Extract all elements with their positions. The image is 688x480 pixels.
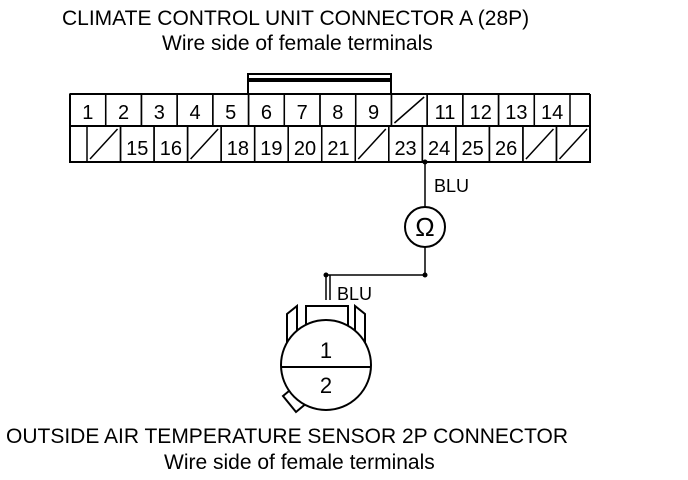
- terminal-label: 14: [541, 102, 563, 124]
- terminal-19: 19: [253, 125, 289, 163]
- terminal-empty: [86, 125, 122, 163]
- terminal-5: 5: [212, 93, 250, 127]
- wire-label-top: BLU: [434, 176, 469, 196]
- sensor-title: OUTSIDE AIR TEMPERATURE SENSOR 2P CONNEC…: [6, 425, 569, 448]
- ohmmeter-icon: Ω: [404, 206, 446, 248]
- probe-point-junction: [422, 272, 428, 278]
- terminal-12: 12: [462, 93, 500, 127]
- terminal-label: 16: [160, 138, 182, 160]
- ohm-symbol: Ω: [415, 212, 434, 242]
- empty-slot-mark: [89, 128, 119, 160]
- terminal-label: 20: [294, 138, 316, 160]
- terminal-1: 1: [69, 93, 107, 127]
- terminal-label: 15: [126, 138, 148, 160]
- terminal-7: 7: [283, 93, 321, 127]
- wire-blu-top: [325, 162, 426, 300]
- terminal-empty: [186, 125, 222, 163]
- terminal-label: 5: [225, 102, 236, 124]
- terminal-label: 9: [368, 102, 379, 124]
- terminal-label: 1: [82, 102, 93, 124]
- probe-point-sensor: [323, 272, 329, 278]
- terminal-label: 18: [227, 138, 249, 160]
- terminal-11: 11: [426, 93, 464, 127]
- terminal-16: 16: [153, 125, 189, 163]
- sensor-subtitle: Wire side of female terminals: [164, 451, 435, 474]
- terminal-label: 24: [428, 138, 450, 160]
- terminal-label: 2: [118, 102, 129, 124]
- empty-slot-mark: [525, 128, 555, 160]
- terminal-8: 8: [319, 93, 357, 127]
- terminal-label: 23: [394, 138, 416, 160]
- terminal-label: 11: [435, 102, 456, 124]
- empty-slot-mark: [357, 128, 387, 160]
- terminal-empty: [522, 125, 558, 163]
- terminal-label: 25: [462, 138, 484, 160]
- terminal-empty: [354, 125, 390, 163]
- sensor-pin-1: 1: [320, 338, 332, 363]
- empty-slot-mark: [558, 128, 588, 160]
- sensor-pin-2: 2: [320, 373, 332, 398]
- terminal-14: 14: [533, 93, 571, 127]
- terminal-25: 25: [455, 125, 491, 163]
- empty-slot-mark: [393, 96, 425, 124]
- terminal-9: 9: [354, 93, 393, 127]
- terminal-6: 6: [247, 93, 286, 127]
- terminal-empty: [555, 125, 591, 163]
- terminal-label: 12: [470, 102, 492, 124]
- terminal-label: 3: [154, 102, 165, 124]
- terminal-15: 15: [119, 125, 155, 163]
- terminal-empty: [390, 93, 428, 127]
- terminal-label: 6: [261, 102, 272, 124]
- terminal-label: 21: [327, 138, 349, 160]
- terminal-20: 20: [287, 125, 323, 163]
- connector-a-row2: 15 16 18 19 20 21 23 24 25 26: [86, 125, 591, 163]
- terminal-18: 18: [220, 125, 256, 163]
- wire-label-bottom: BLU: [337, 284, 372, 304]
- terminal-label: 13: [505, 102, 527, 124]
- empty-slot-mark: [190, 128, 219, 160]
- terminal-label: 7: [297, 102, 308, 124]
- terminal-24: 24: [421, 125, 457, 163]
- connector-a-subtitle: Wire side of female terminals: [162, 32, 433, 55]
- terminal-13: 13: [497, 93, 536, 127]
- terminal-4: 4: [176, 93, 214, 127]
- connector-a-title: CLIMATE CONTROL UNIT CONNECTOR A (28P): [62, 7, 530, 30]
- terminal-3: 3: [140, 93, 178, 127]
- probe-point-24: [422, 159, 428, 165]
- terminal-label: 19: [260, 138, 282, 160]
- terminal-2: 2: [104, 93, 143, 127]
- terminal-23: 23: [388, 125, 424, 163]
- terminal-21: 21: [320, 125, 357, 163]
- sensor-connector-body: [280, 303, 372, 414]
- terminal-label: 4: [189, 102, 200, 124]
- terminal-label: 8: [332, 102, 343, 124]
- terminal-26: 26: [488, 125, 524, 163]
- terminal-label: 26: [495, 138, 517, 160]
